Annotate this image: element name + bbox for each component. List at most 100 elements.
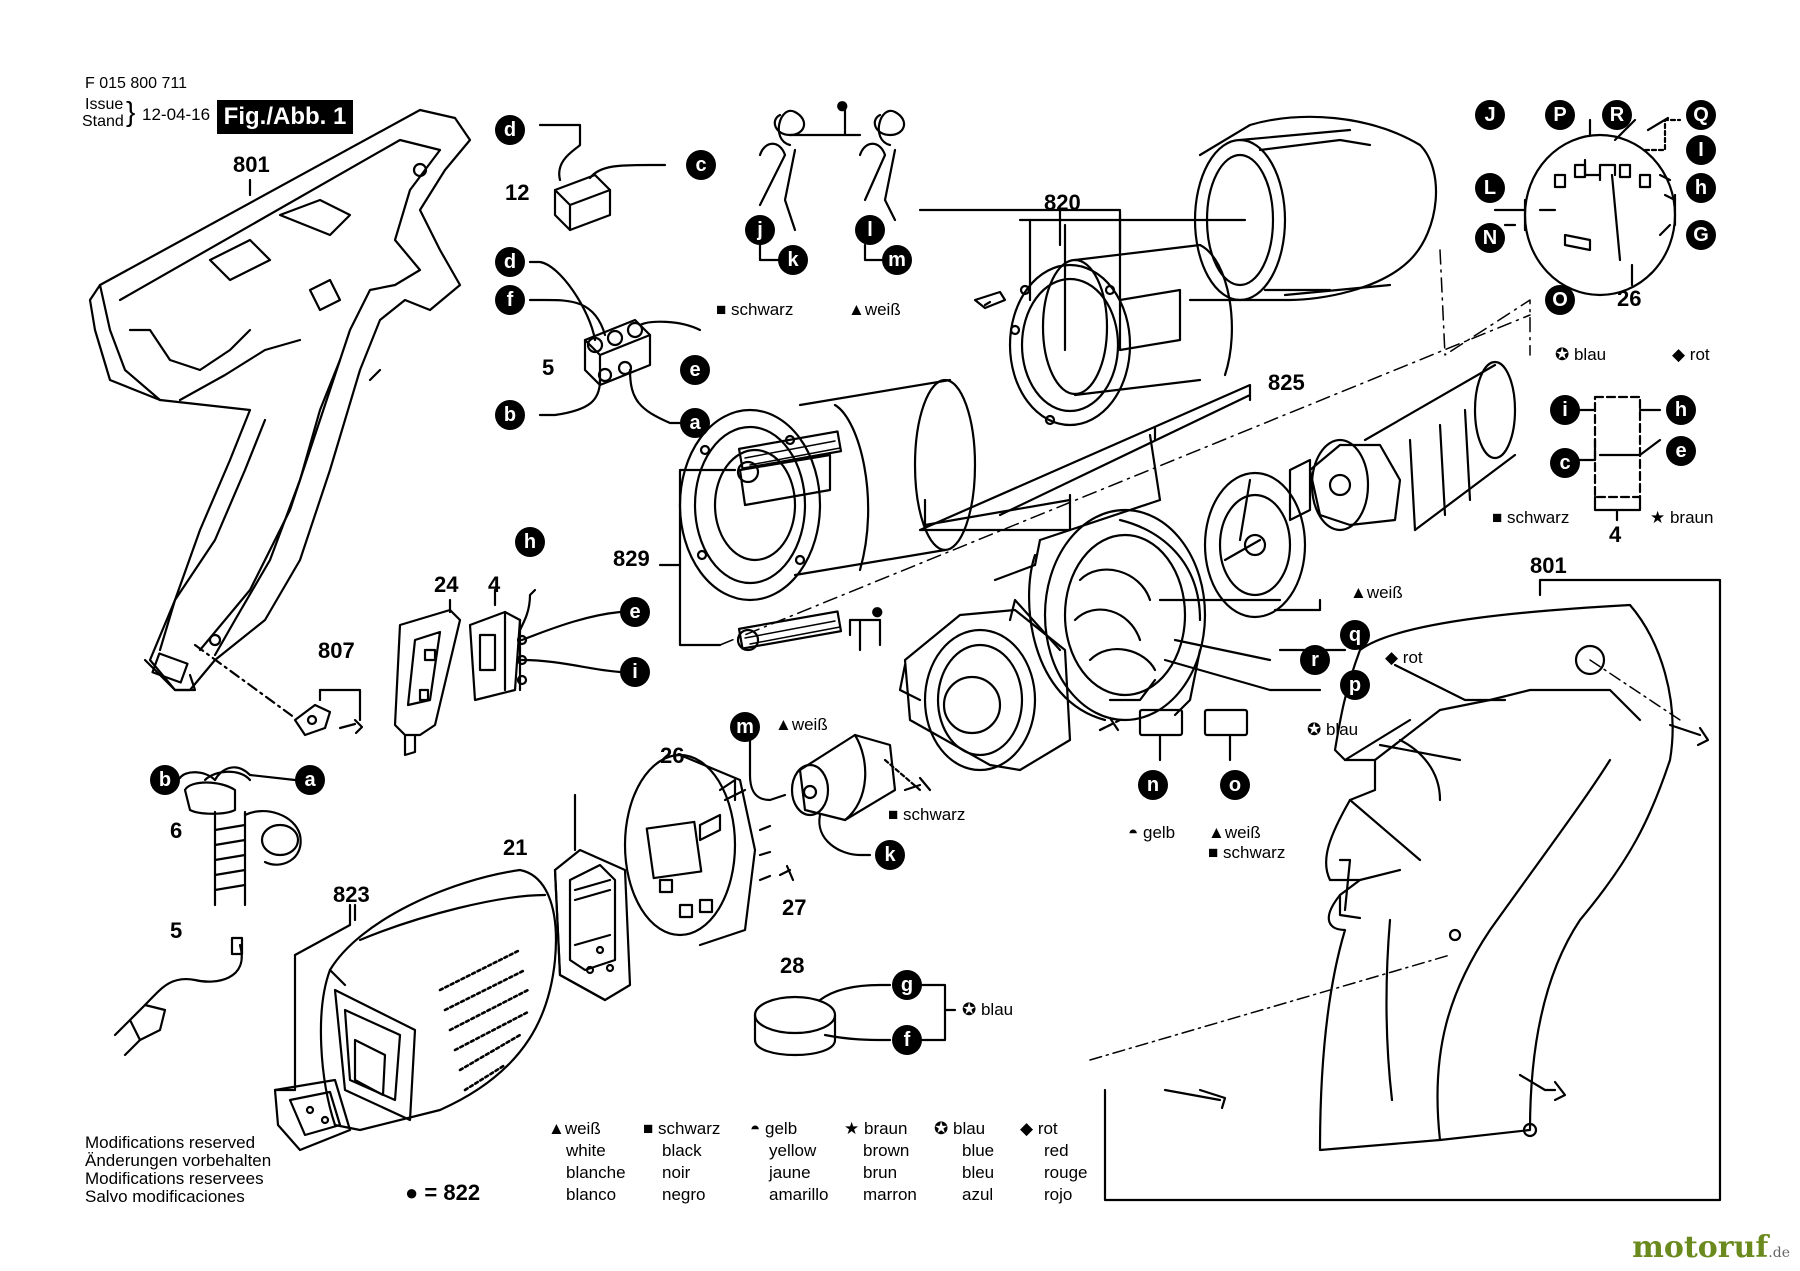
grommet-6 [163, 766, 302, 907]
dot-822-note: ● = 822 [405, 1180, 481, 1205]
header-brace: } [126, 96, 136, 127]
pin-badge-I: I [1686, 135, 1716, 165]
pin-badge-N: N [1475, 223, 1505, 253]
tag-weiss-o: ▲weiß [1208, 823, 1261, 842]
wire-badge-a: a [680, 408, 710, 438]
tag-schwarz-o: ■ schwarz [1208, 843, 1286, 862]
tag-schwarz-k: ■ schwarz [888, 805, 966, 824]
relay-badge-i: i [1550, 395, 1580, 425]
right-housing-shell [1089, 578, 1722, 1202]
pin-badge-J: J [1475, 100, 1505, 130]
wire-badge-l: l [855, 215, 885, 245]
relay-pinmap-4 [1563, 395, 1662, 522]
tag-blau-p: ✪ blau [1307, 720, 1359, 739]
wire-badge-b-grommet: b [150, 765, 180, 795]
wire-badge-f: f [495, 285, 525, 315]
wire-badge-d: d [495, 247, 525, 277]
part-807: 807 [318, 638, 355, 663]
dot-822-marker: ● [835, 92, 850, 119]
pin-badge-L: L [1475, 173, 1505, 203]
figure-label: Fig./Abb. 1 [217, 100, 353, 134]
switch-24 [393, 598, 462, 757]
terminal-block-5 [528, 260, 702, 425]
part-27: 27 [782, 895, 807, 920]
pin-badge-h: h [1686, 173, 1716, 203]
part-801-left: 801 [233, 152, 270, 177]
wire-badge-d-top: d [495, 115, 525, 145]
wire-badge-p: p [1340, 670, 1370, 700]
heater-tube-829 [678, 378, 977, 652]
modifications-note: Modifications reserved Änderungen vorbeh… [85, 1133, 272, 1206]
clip-807 [193, 643, 364, 737]
part-823: 823 [333, 882, 370, 907]
suppressor-12 [538, 123, 667, 232]
brush-leads [758, 103, 906, 262]
power-plug-5 [113, 936, 244, 1057]
wire-badge-r: r [1300, 645, 1330, 675]
legend-weiss: ▲weiß white blanche blanco [548, 1119, 626, 1204]
control-board-26 [623, 753, 795, 947]
part-829: 829 [613, 546, 650, 571]
issue-label: Issue [85, 96, 124, 113]
tag-weiss-lm: ▲weiß [848, 300, 901, 319]
part-820: 820 [1044, 190, 1081, 215]
dot-822-marker: ● [870, 598, 885, 625]
watermark-logo: motoruf.de [1632, 1230, 1790, 1265]
part-26-plate: 26 [1617, 286, 1642, 311]
fan-housing [848, 598, 1122, 792]
stand-label: Stand [82, 113, 124, 130]
wire-badge-h: h [515, 527, 545, 557]
pin-badge-O: O [1545, 285, 1575, 315]
wire-badge-a-grommet: a [295, 765, 325, 795]
wire-badge-c-top: c [686, 150, 716, 180]
tag-blau-gf: ✪ blau [962, 1000, 1014, 1019]
part-28: 28 [780, 953, 805, 978]
connector-plate-26 [1493, 116, 1682, 297]
tag-gelb-n: ◓ gelb [1128, 823, 1176, 842]
filter-21 [553, 793, 632, 1002]
wire-badge-j: j [745, 215, 775, 245]
wire-badge-k: k [778, 245, 808, 275]
legend-blau: ✪ blau blue bleu azul [934, 1119, 995, 1204]
wire-badge-f-cap: f [892, 1025, 922, 1055]
relay-badge-h: h [1666, 395, 1696, 425]
pin-badge-G: G [1686, 220, 1716, 250]
doc-number: F 015 800 711 [85, 75, 188, 92]
wire-badge-g: g [892, 970, 922, 1000]
relay-badge-e: e [1666, 436, 1696, 466]
wire-badge-e: e [680, 355, 710, 385]
rear-cover-823 [273, 868, 557, 1152]
tag-weiss-m: ▲weiß [775, 715, 828, 734]
part-5-block: 5 [542, 355, 555, 380]
wire-badge-m: m [882, 245, 912, 275]
wire-badge-i-relay: i [620, 657, 650, 687]
relay-4 [468, 588, 632, 702]
part-21: 21 [503, 835, 528, 860]
relay-badge-c: c [1550, 448, 1580, 478]
tag-rot-r: ◆ rot [1385, 648, 1423, 667]
part-6: 6 [170, 818, 183, 843]
tag-rot-h: ◆ rot [1672, 345, 1710, 364]
tag-blau-i: ✪ blau [1555, 345, 1607, 364]
tag-schwarz-c: ■ schwarz [1492, 508, 1570, 527]
tag-braun-e: ★ braun [1650, 508, 1714, 527]
issue-date: 12-04-16 [142, 105, 211, 124]
tag-schwarz-jk: ■ schwarz [716, 300, 794, 319]
legend-braun: ★ braun brown brun marron [844, 1119, 917, 1204]
wire-badge-q: q [1340, 620, 1370, 650]
part-5-plug: 5 [170, 918, 183, 943]
left-housing-shell [88, 108, 472, 692]
pin-badge-R: R [1602, 100, 1632, 130]
part-12: 12 [505, 180, 530, 205]
part-4-relay: 4 [488, 572, 501, 597]
capacitor-28 [753, 983, 957, 1056]
wire-badge-m-motor: m [730, 712, 760, 742]
part-4-pinmap: 4 [1609, 522, 1622, 547]
wire-badge-b: b [495, 400, 525, 430]
wire-badge-o: o [1220, 770, 1250, 800]
tag-weiss-q: ▲weiß [1350, 583, 1403, 602]
wire-badge-n: n [1138, 770, 1168, 800]
pin-badge-P: P [1545, 100, 1575, 130]
